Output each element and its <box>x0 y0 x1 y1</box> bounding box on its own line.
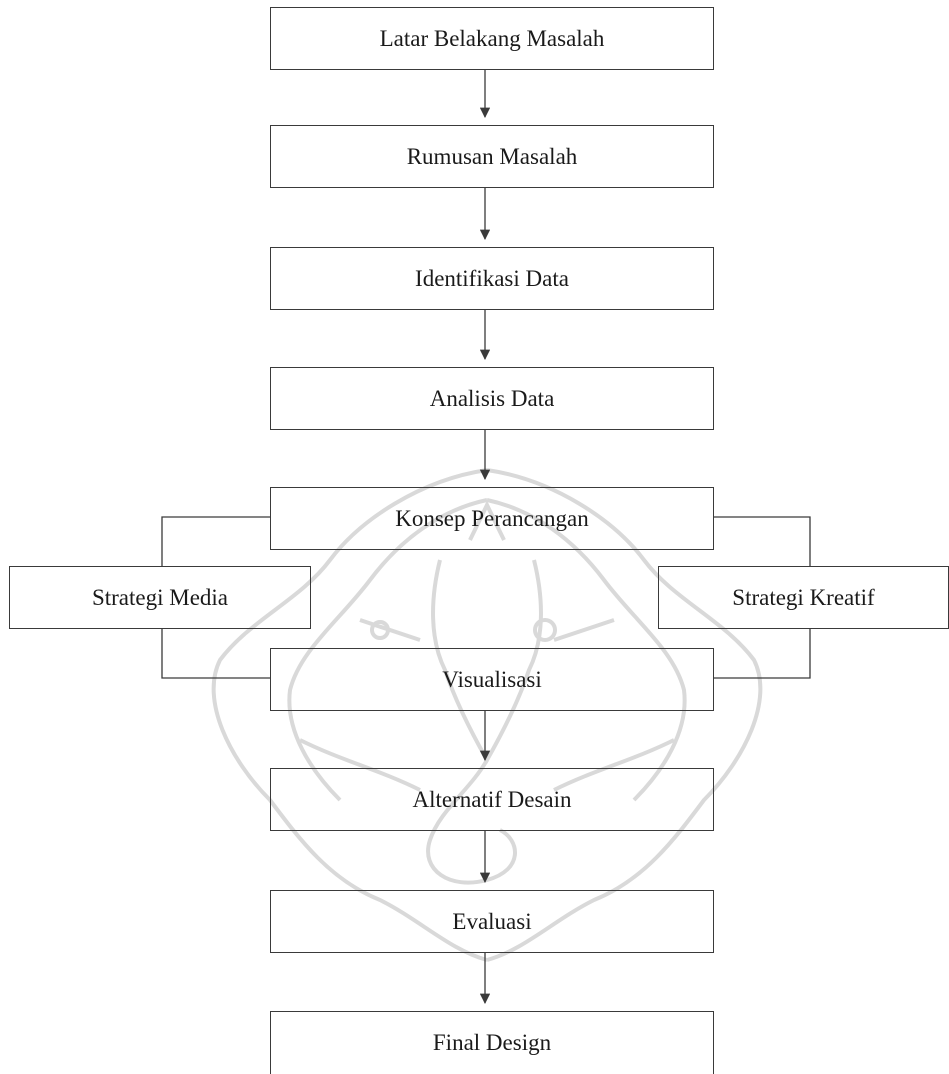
node-alternatif-desain: Alternatif Desain <box>270 768 714 831</box>
line-strategi-media-visualisasi <box>161 629 270 679</box>
node-evaluasi: Evaluasi <box>270 890 714 953</box>
node-strategi-media: Strategi Media <box>9 566 311 629</box>
node-final-design: Final Design <box>270 1011 714 1074</box>
line-konsep-strategi-kreatif <box>714 516 811 566</box>
node-label: Final Design <box>432 1030 552 1055</box>
node-strategi-kreatif: Strategi Kreatif <box>658 566 949 629</box>
node-label: Analisis Data <box>429 385 555 411</box>
node-label: Latar Belakang Masalah <box>379 25 605 51</box>
node-identifikasi-data: Identifikasi Data <box>270 247 714 310</box>
node-label: Strategi Kreatif <box>732 584 875 610</box>
node-label: Visualisasi <box>442 666 542 692</box>
node-analisis-data: Analisis Data <box>270 367 714 430</box>
node-label: Identifikasi Data <box>415 265 569 291</box>
node-konsep-perancangan: Konsep Perancangan <box>270 487 714 550</box>
node-label: Strategi Media <box>91 584 229 610</box>
node-label: Konsep Perancangan <box>395 505 589 531</box>
node-visualisasi: Visualisasi <box>270 648 714 711</box>
node-label: Alternatif Desain <box>412 786 572 812</box>
line-konsep-strategi-media <box>161 516 270 566</box>
line-strategi-kreatif-visualisasi <box>714 629 811 679</box>
node-label: Rumusan Masalah <box>406 143 578 169</box>
node-label: Evaluasi <box>452 908 532 934</box>
node-rumusan-masalah: Rumusan Masalah <box>270 125 714 188</box>
node-latar-belakang-masalah: Latar Belakang Masalah <box>270 7 714 70</box>
